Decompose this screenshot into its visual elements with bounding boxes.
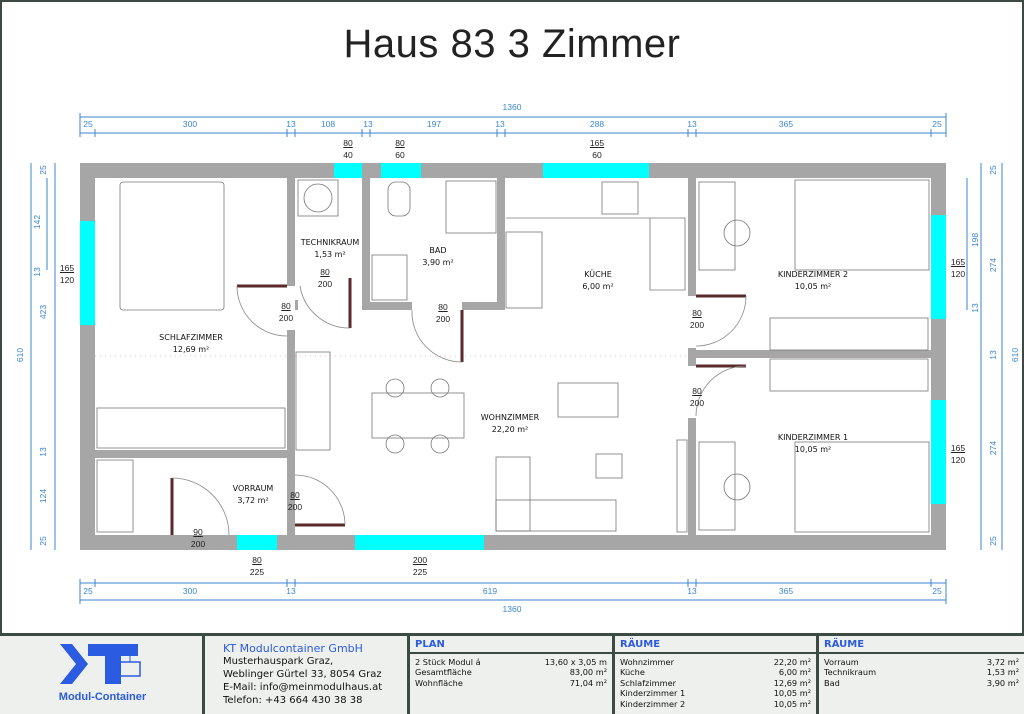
company-phone: Telefon: +43 664 430 38 38 (223, 695, 363, 706)
rooms-header: RÄUME (615, 636, 816, 654)
dim-right: 274 (987, 257, 998, 273)
dim-left: 142 (31, 214, 42, 230)
logo-cell: Modul-Container (0, 636, 205, 714)
dim-top: 25 (932, 118, 942, 129)
furniture (96, 179, 930, 533)
door-leaves (170, 278, 746, 535)
dim-top: 288 (589, 118, 605, 129)
company-info: KT Modulcontainer GmbH Musterhauspark Gr… (205, 636, 410, 714)
dim-bottom: 25 (932, 585, 942, 596)
dim-top: 365 (778, 118, 794, 129)
dim-top: 25 (83, 118, 93, 129)
inner-walls (95, 178, 931, 535)
dim-bottom: 619 (482, 585, 498, 596)
dim-bottom: 13 (687, 585, 697, 596)
company-address-1: Musterhauspark Graz, (223, 656, 334, 667)
dim-left: 25 (37, 536, 48, 546)
dim-left: 423 (37, 304, 48, 320)
dim-right: 25 (987, 165, 998, 175)
dim-bottom: 13 (286, 585, 296, 596)
dim-top: 108 (320, 118, 336, 129)
dim-left-total: 610 (14, 347, 25, 363)
rooms-header: RÄUME (819, 636, 1024, 654)
dim-bottom-total: 1360 (502, 603, 522, 614)
dim-right: 13 (969, 303, 980, 313)
dim-right: 25 (987, 536, 998, 546)
dim-top: 300 (182, 118, 198, 129)
dim-left: 124 (37, 488, 48, 504)
company-name: KT Modulcontainer GmbH (223, 642, 363, 655)
company-email: E-Mail: info@meinmodulhaus.at (223, 682, 383, 693)
door-swings (171, 285, 747, 536)
dim-top: 13 (363, 118, 373, 129)
dim-top: 13 (687, 118, 697, 129)
logo (50, 642, 160, 692)
dim-left: 25 (37, 165, 48, 175)
dim-top: 197 (426, 118, 442, 129)
dim-top-total: 1360 (502, 101, 522, 112)
dim-right-total: 610 (1009, 347, 1020, 363)
page-title: Haus 83 3 Zimmer (343, 22, 681, 66)
dim-right: 274 (987, 440, 998, 456)
dimension-lines (30, 113, 1003, 604)
windows (80, 163, 946, 550)
logo-subtitle: Modul-Container (58, 691, 147, 703)
dim-top: 13 (286, 118, 296, 129)
dim-bottom: 300 (182, 585, 198, 596)
dim-top: 13 (495, 118, 505, 129)
floor-plan (30, 113, 1003, 604)
plan-header: PLAN (410, 636, 612, 654)
dim-bottom: 25 (83, 585, 93, 596)
dim-bottom: 365 (778, 585, 794, 596)
company-address-2: Weblinger Gürtel 33, 8054 Graz (223, 669, 382, 680)
dim-left: 13 (31, 267, 42, 277)
kt-container-logo-icon (60, 644, 141, 684)
dim-left: 13 (37, 447, 48, 457)
title-block: Modul-Container KT Modulcontainer GmbH M… (0, 633, 1024, 714)
dim-right: 13 (987, 350, 998, 360)
dim-right: 198 (969, 232, 980, 248)
